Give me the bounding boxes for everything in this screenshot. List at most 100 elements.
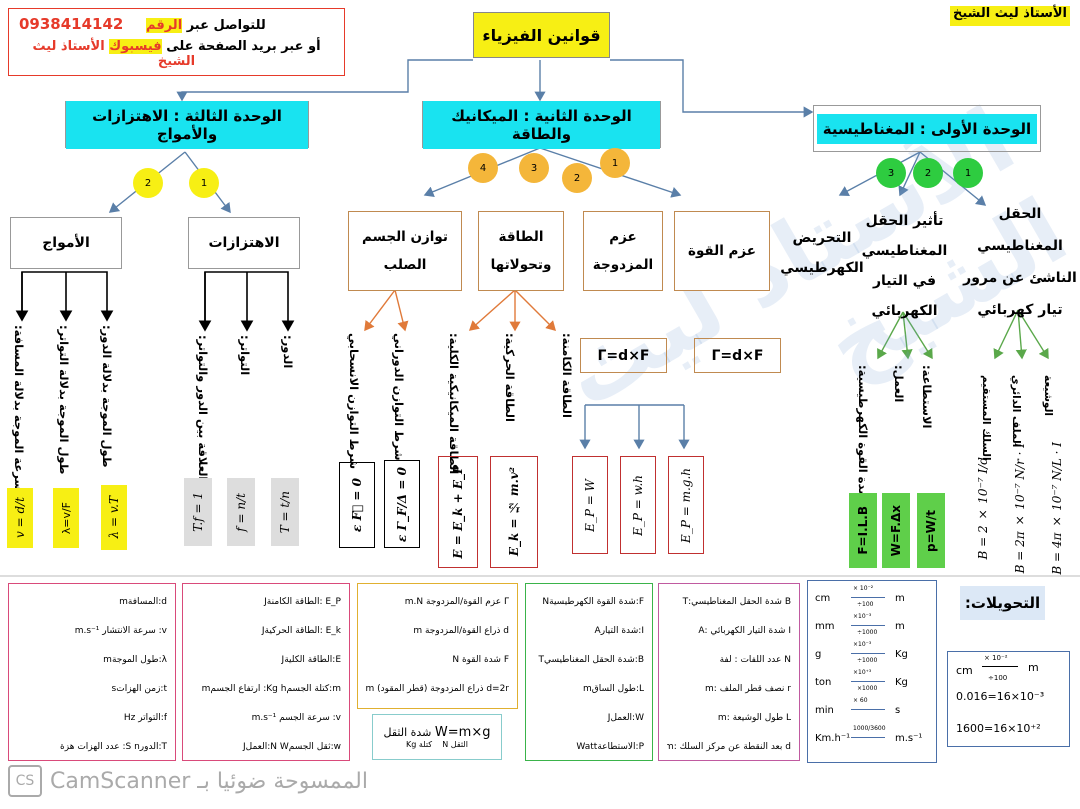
contact-box: للتواصل عبر الرقم 0938414142 أو عبر بريد…	[8, 8, 345, 76]
main-title: قوانين الفيزياء	[473, 12, 610, 58]
conversion-row: cm × 10⁻² ÷100 m	[815, 585, 933, 613]
teacher-name: الأستاذ ليث الشيخ	[950, 6, 1070, 26]
conversion-from: min	[815, 705, 834, 716]
topic-oscillations: الاهتزازات	[188, 217, 300, 269]
conversion-example: cm × 10⁻² ÷100 m 0.016=16×10⁻³ 1600=16×1…	[947, 651, 1070, 747]
wave-item-velocity: سرعة الموجة بدلالة المسافة:	[12, 325, 26, 491]
formula-force-torque: Γ=d×F	[694, 338, 781, 373]
formula-tf: T.f = 1	[184, 478, 212, 546]
conversion-arrow	[851, 597, 885, 598]
formula-em-force: F=I.L.B	[849, 493, 877, 568]
conversions-title: التحويلات:	[960, 586, 1045, 620]
formula-t-t-n: T = t/n	[271, 478, 299, 546]
conversion-arrow	[851, 681, 885, 682]
energy-item-potential: الطاقة الكامنة:	[560, 333, 574, 418]
conversion-from: Km.h⁻¹	[815, 733, 851, 744]
formula-balance-translational: ε F⃗ = 0	[339, 462, 375, 548]
formula-potential-w: E_P = W	[572, 456, 608, 554]
topic-energy: الطاقة وتحولاتها	[478, 211, 564, 291]
conversion-arrow	[851, 737, 885, 738]
circle-unit2-3: 3	[519, 153, 549, 183]
conversion-to: m.s⁻¹	[895, 733, 923, 744]
unit3-title: الوحدة الثالثة : الاهتزازات والأمواج	[66, 100, 308, 149]
conversion-row: mm ×10⁻³ ÷1000 m	[815, 613, 933, 641]
formula-em-work: W=F.Δx	[882, 493, 910, 568]
unit3-frame: الوحدة الثالثة : الاهتزازات والأمواج	[65, 100, 309, 149]
formula-b-solenoid: B = 4π × 10⁻⁷ N/L · I	[1050, 441, 1064, 575]
conversion-inverse: ÷100	[857, 601, 874, 608]
formula-kinetic-energy: E_k = ½ m.v²	[490, 456, 538, 568]
unit2-title: الوحدة الثانية : الميكانيك والطاقة	[423, 100, 660, 149]
conversion-to: m	[895, 593, 905, 604]
conversion-factor: 1000/3600	[853, 725, 886, 732]
osc-item-relation: العلاقة بين الدور والتواتر:	[196, 335, 210, 481]
formula-balance-rotational: ε Γ_F/Δ = 0	[384, 460, 420, 548]
conversion-from: cm	[815, 593, 831, 604]
conversion-inverse: ÷1000	[857, 629, 878, 636]
camscanner-footer: CS الممسوحة ضوئيا بـ CamScanner	[8, 765, 368, 797]
circle-unit2-4: 4	[468, 153, 498, 183]
circle-unit2-2: 2	[562, 163, 592, 193]
topic-induction: التحريض الكهرطيسي	[780, 230, 864, 276]
effect-item-force: شدة القوة الكهرطيسية:	[856, 365, 870, 502]
topic-field-effect: تأثير الحقل المغناطيسي في التيار الكهربا…	[861, 212, 948, 319]
field-item-wire: السلك المستقيم	[980, 375, 992, 461]
formula-f-n-t: f = n/t	[227, 478, 255, 546]
topic-magnetic-field: الحقل المغناطيسي الناشئ عن مرور تيار كهر…	[963, 206, 1077, 318]
field-item-coil: الملف الدائري	[1010, 375, 1022, 448]
topic-force-torque: عزم القوة	[674, 211, 770, 291]
osc-item-frequency: التواتر:	[238, 335, 252, 376]
conversion-row: min × 60 s	[815, 697, 933, 725]
formula-lambda-v-f: λ=v/F	[53, 488, 79, 548]
conversion-from: g	[815, 649, 822, 660]
formula-couple-torque: Γ=d×F	[580, 338, 667, 373]
formula-b-coil: B = 2π × 10⁻⁷ N/r · I	[1013, 442, 1027, 574]
topic-waves: الأمواج	[10, 217, 122, 269]
conversion-from: mm	[815, 621, 835, 632]
energy-item-kinetic: الطاقة الحركية:	[503, 333, 517, 422]
effect-item-work: العمل:	[892, 365, 906, 403]
wave-item-lambda-f: طول الموجة بدلالة التواتر:	[57, 325, 71, 475]
conversion-arrow	[851, 709, 885, 710]
wave-item-lambda-t: طول الموجة بدلالة الدور:	[100, 325, 114, 468]
circle-unit3-2: 2	[133, 168, 163, 198]
conversion-to: Kg	[895, 677, 908, 688]
conversion-factor: × 60	[853, 697, 868, 704]
contact-line-2: أو عبر بريد الصفحة على فيسبوك الأستاذ لي…	[32, 39, 321, 69]
conversion-factor: ×10⁺³	[853, 669, 872, 676]
conversion-from: ton	[815, 677, 832, 688]
conversion-factor: × 10⁻²	[853, 585, 874, 592]
formula-b-wire: B = 2 × 10⁻⁷ I/d	[976, 456, 990, 560]
conversion-factor: ×10⁻³	[853, 613, 872, 620]
circle-unit1-2: 2	[913, 158, 943, 188]
phone-number[interactable]: 0938414142	[19, 15, 124, 33]
camscanner-logo-icon: CS	[8, 765, 42, 797]
formula-potential-wh: E_P = w.h	[620, 456, 656, 554]
formula-lambda-v-t: λ = v.T	[101, 485, 127, 550]
contact-line-1: للتواصل عبر الرقم 0938414142	[19, 15, 266, 33]
conversion-to: m	[895, 621, 905, 632]
circle-unit2-1: 1	[600, 148, 630, 178]
conversion-arrow	[851, 625, 885, 626]
effect-item-power: الاستطاعة:	[920, 365, 934, 429]
osc-item-period: الدور:	[281, 335, 295, 369]
conversion-factor: ×10⁻³	[853, 641, 872, 648]
balance-item-rotational: شرط التوازن الدوراني	[392, 333, 406, 461]
conversion-arrow	[851, 653, 885, 654]
formula-v-d-t: v = d/t	[7, 488, 33, 548]
topic-couple-torque: عزم المزدوجة	[583, 211, 663, 291]
circle-unit3-1: 1	[189, 168, 219, 198]
energy-item-mechanical: الطاقة الميكانيكية الكلية:	[447, 333, 461, 475]
circle-unit1-3: 3	[876, 158, 906, 188]
conversion-to: s	[895, 705, 901, 716]
unit1-title: الوحدة الأولى : المغناطيسية	[816, 113, 1038, 144]
circle-unit1-1: 1	[953, 158, 983, 188]
unit2-frame: الوحدة الثانية : الميكانيك والطاقة	[422, 100, 661, 149]
